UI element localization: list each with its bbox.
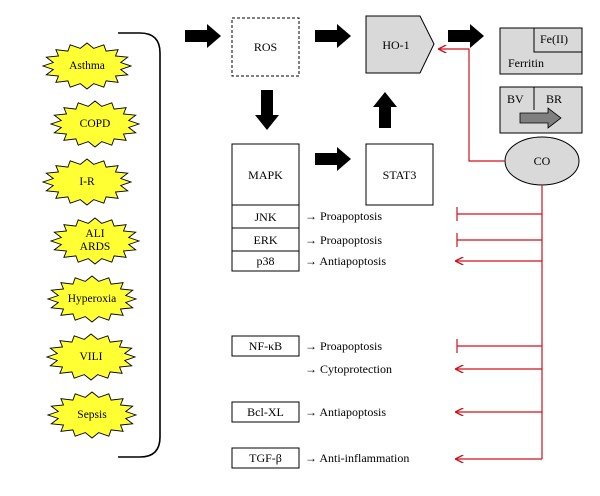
co-label: CO <box>533 154 551 168</box>
nfkb-effect-2: → Cytoprotection <box>305 362 392 376</box>
disease-label-hyperoxia: Hyperoxia <box>67 292 117 305</box>
mapk-label: MAPK <box>248 167 283 182</box>
stat3-box <box>365 143 434 206</box>
tgfb-box <box>231 447 300 469</box>
nfkb-effect-1: → Proapoptosis <box>305 339 383 353</box>
bv-label: BV <box>507 92 524 106</box>
arrow-stat3-to-ho1 <box>373 92 397 128</box>
arrow-mapk-to-stat3 <box>315 147 351 171</box>
disease-label-ali-ards: ALI ARDS <box>79 228 111 253</box>
arrow-ros-to-ho1 <box>315 24 351 48</box>
ho1-label: HO-1 <box>382 37 410 52</box>
disease-burst-asthma <box>41 42 133 90</box>
bclxl-box <box>231 401 300 423</box>
nfkb-label: NF-κB <box>248 339 283 353</box>
arrow-ho1-to-products <box>448 24 484 48</box>
jnk-label: JNK <box>254 209 277 224</box>
br-label: BR <box>546 92 563 106</box>
erk-label: ERK <box>253 232 278 247</box>
arrow-bracket-to-ros <box>185 24 221 48</box>
fe-subbox <box>533 28 582 53</box>
p38-effect: → Antiapoptosis <box>305 254 387 268</box>
ferritin-label: Ferritin <box>508 56 544 70</box>
tgfb-effect: → Anti-inflammation <box>305 451 410 465</box>
mapk-box <box>231 143 300 206</box>
erk-effect: → Proapoptosis <box>305 233 383 247</box>
jnk-effect: → Proapoptosis <box>305 209 383 223</box>
bclxl-effect: → Antiapoptosis <box>305 405 387 419</box>
co-to-ho1-line <box>439 49 505 162</box>
stat3-label: STAT3 <box>382 167 417 182</box>
ho1-shape <box>365 15 435 74</box>
ros-label: ROS <box>253 40 278 54</box>
tgfb-label: TGF-β <box>249 451 282 465</box>
bclxl-label: Bcl-XL <box>247 405 284 419</box>
disease-burst-copd <box>49 100 141 148</box>
bvbr-arrow <box>519 107 562 129</box>
arrow-ros-to-mapk <box>255 90 279 130</box>
disease-label-i-r: I-R <box>79 175 95 188</box>
disease-label-asthma: Asthma <box>69 59 105 72</box>
fe-label: Fe(II) <box>540 32 568 46</box>
disease-bracket <box>118 32 161 458</box>
disease-label-copd: COPD <box>79 117 111 130</box>
ros-box <box>231 17 300 77</box>
disease-burst-ali-ards <box>49 217 141 265</box>
disease-label-vili: VILI <box>79 350 103 363</box>
ferritin-box <box>499 27 583 75</box>
nfkb-box <box>231 335 300 357</box>
disease-burst-vili <box>45 333 137 381</box>
disease-label-sepsis: Sepsis <box>77 408 107 421</box>
disease-burst-hyperoxia <box>46 275 138 323</box>
p38-label: p38 <box>256 254 275 268</box>
bvbr-box <box>499 86 583 134</box>
disease-bursts <box>41 42 141 439</box>
disease-burst-sepsis <box>46 391 138 439</box>
p38-box <box>231 250 300 272</box>
disease-burst-i-r <box>41 158 133 206</box>
